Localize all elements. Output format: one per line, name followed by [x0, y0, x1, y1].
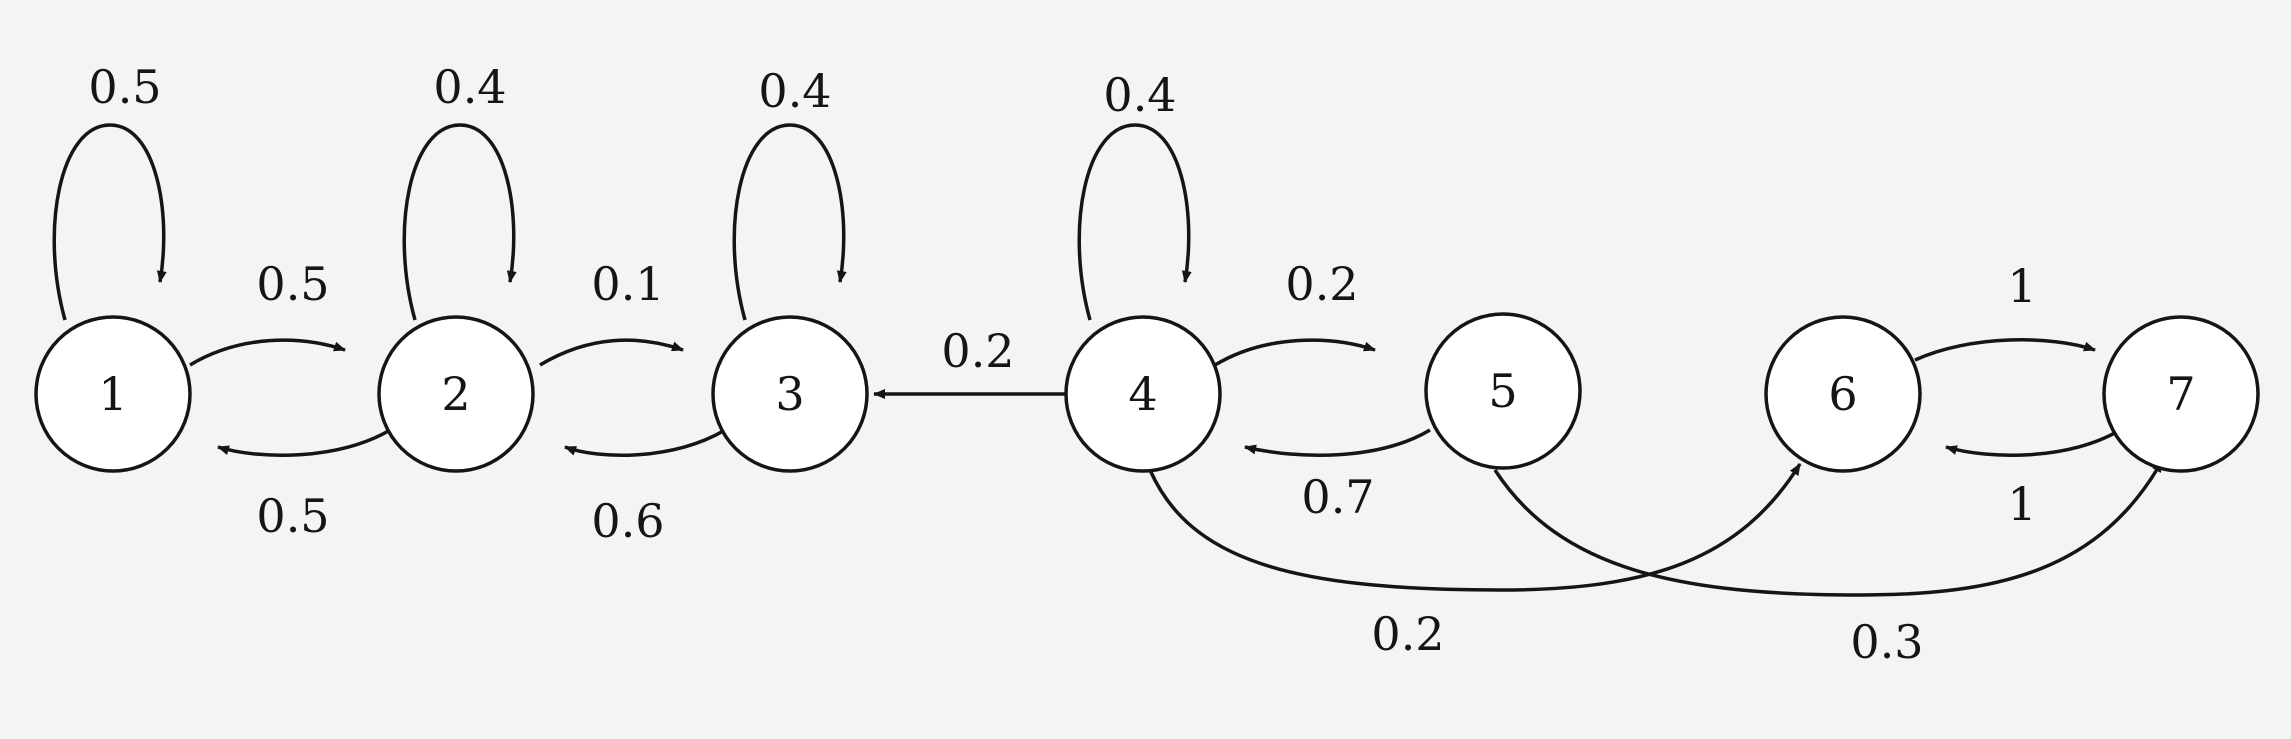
edge-label-2-to-3: 0.1: [591, 257, 664, 311]
state-node-1: 1: [34, 315, 192, 473]
state-node-label: 6: [1828, 367, 1857, 421]
edge-6-to-7: [1914, 338, 2096, 362]
edge-5-to-7: [1493, 460, 2164, 597]
state-node-label: 2: [441, 367, 470, 421]
state-node-label: 7: [2166, 367, 2195, 421]
edge-4-to-6: [1148, 463, 1802, 592]
state-node-6: 6: [1764, 315, 1922, 473]
state-node-label: 5: [1488, 364, 1517, 418]
edge-label-7-to-6: 1: [2007, 477, 2036, 531]
edge-label-4-to-5: 0.2: [1285, 257, 1358, 311]
edge-label-4-to-3: 0.2: [941, 324, 1014, 378]
state-node-4: 4: [1064, 315, 1222, 473]
state-node-7: 7: [2102, 315, 2260, 473]
state-node-label: 1: [98, 367, 127, 421]
edge-label-1-to-1: 0.5: [88, 60, 161, 114]
edge-2-to-2: [402, 123, 517, 321]
edge-label-3-to-3: 0.4: [758, 64, 831, 118]
edge-3-to-2: [564, 428, 726, 457]
state-node-3: 3: [711, 315, 869, 473]
edge-label-4-to-4: 0.4: [1103, 68, 1176, 122]
edge-1-to-2: [189, 338, 346, 367]
edge-2-to-1: [217, 428, 391, 457]
edge-label-3-to-2: 0.6: [591, 494, 664, 548]
state-node-5: 5: [1424, 312, 1582, 470]
edge-7-to-6: [1945, 428, 2121, 457]
state-node-label: 3: [775, 367, 804, 421]
edge-label-2-to-2: 0.4: [433, 60, 506, 114]
edge-label-4-to-6: 0.2: [1371, 607, 1444, 661]
edge-4-to-5: [1214, 338, 1376, 367]
edge-label-6-to-7: 1: [2007, 259, 2036, 313]
edge-label-1-to-2: 0.5: [256, 257, 329, 311]
state-node-label: 4: [1128, 367, 1157, 421]
edge-label-5-to-4: 0.7: [1301, 470, 1374, 524]
state-node-2: 2: [377, 315, 535, 473]
edge-label-2-to-1: 0.5: [256, 489, 329, 543]
edge-label-5-to-7: 0.3: [1850, 615, 1923, 669]
edge-4-to-4: [1077, 123, 1192, 321]
edge-2-to-3: [539, 338, 684, 367]
edge-5-to-4: [1244, 428, 1431, 457]
edge-3-to-3: [732, 123, 847, 321]
edge-1-to-1: [52, 123, 167, 321]
